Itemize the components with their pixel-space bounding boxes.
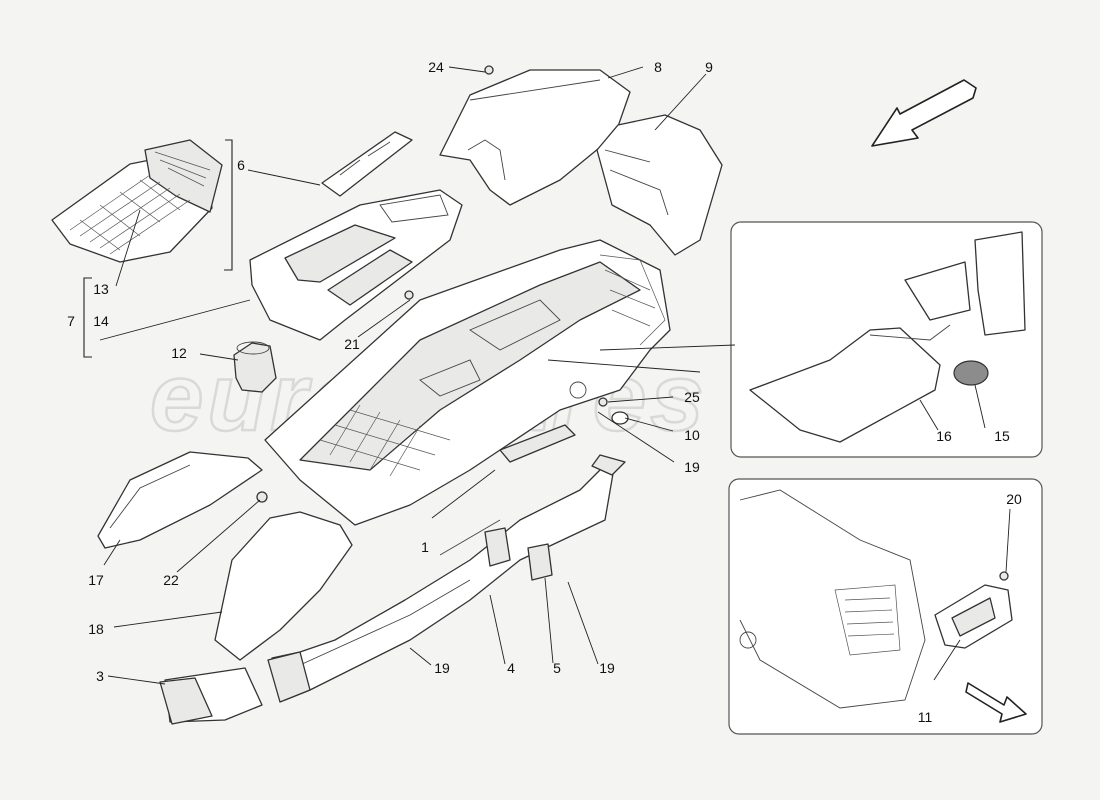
part-screw-22 bbox=[256, 491, 268, 503]
part-center-console-body bbox=[264, 239, 671, 526]
callout-5: 5 bbox=[553, 660, 561, 676]
part-floor-mat-16 bbox=[749, 231, 1026, 443]
callout-19-vent: 19 bbox=[599, 660, 615, 676]
callout-19-console: 19 bbox=[684, 459, 700, 475]
part-screw-21 bbox=[404, 290, 414, 300]
callout-10: 10 bbox=[684, 427, 700, 443]
callout-4: 4 bbox=[507, 660, 515, 676]
leader-lines bbox=[99, 66, 1011, 685]
callout-16: 16 bbox=[936, 428, 952, 444]
callout-15: 15 bbox=[994, 428, 1010, 444]
callout-11: 11 bbox=[918, 709, 933, 725]
callout-8: 8 bbox=[654, 59, 662, 75]
part-side-panel-18 bbox=[214, 511, 353, 661]
part-armrest-lid bbox=[439, 69, 631, 206]
callout-24: 24 bbox=[428, 59, 444, 75]
part-rear-vent-housing bbox=[739, 489, 926, 709]
callout-6: 6 bbox=[237, 157, 245, 173]
callout-1: 1 bbox=[421, 539, 429, 555]
part-air-vent-3 bbox=[159, 667, 263, 725]
part-vent-bezel-11 bbox=[934, 584, 1013, 649]
part-screw-20 bbox=[999, 571, 1009, 581]
part-cupholder-tray bbox=[51, 139, 223, 263]
callout-3: 3 bbox=[96, 668, 104, 684]
part-ashtray bbox=[233, 341, 277, 393]
part-screw-24 bbox=[484, 65, 494, 75]
callout-18: 18 bbox=[88, 621, 104, 637]
callout-22: 22 bbox=[163, 572, 179, 588]
callout-17: 17 bbox=[88, 572, 104, 588]
part-side-trim-17 bbox=[97, 451, 263, 549]
inset-box-rear-vent bbox=[728, 478, 1043, 735]
part-grommet-10 bbox=[611, 411, 629, 425]
callout-25: 25 bbox=[684, 389, 700, 405]
direction-arrow-top-icon bbox=[871, 79, 977, 147]
callout-20: 20 bbox=[1006, 491, 1022, 507]
part-rear-panel bbox=[596, 114, 723, 256]
part-air-duct-5 bbox=[484, 527, 553, 581]
callout-9: 9 bbox=[705, 59, 713, 75]
callout-21: 21 bbox=[344, 336, 360, 352]
part-console-top-panel bbox=[249, 131, 463, 341]
part-screw-25 bbox=[598, 397, 608, 407]
callout-13: 13 bbox=[93, 281, 109, 297]
callout-12: 12 bbox=[171, 345, 187, 361]
callout-14: 14 bbox=[93, 313, 109, 329]
direction-arrow-bottom-icon bbox=[965, 682, 1027, 723]
callout-19-duct: 19 bbox=[434, 660, 450, 676]
callout-7: 7 bbox=[67, 313, 75, 329]
callout-labels: 1 3 4 5 6 7 8 9 10 11 12 13 14 15 16 17 … bbox=[67, 59, 1022, 725]
part-cap-15 bbox=[953, 360, 989, 386]
group-bracket-7 bbox=[83, 277, 92, 358]
group-bracket-6 bbox=[224, 139, 233, 271]
part-air-duct-4 bbox=[267, 454, 626, 703]
